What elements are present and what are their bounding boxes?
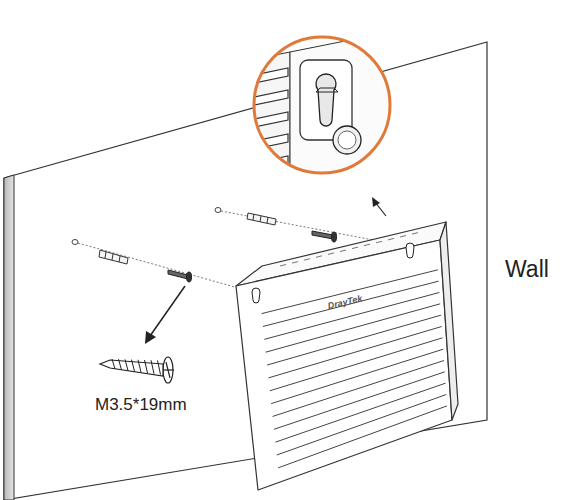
stroke xyxy=(412,233,418,235)
stroke xyxy=(267,315,441,365)
wall-anchor xyxy=(99,213,276,264)
stroke xyxy=(158,360,161,374)
stroke xyxy=(376,241,382,243)
stroke xyxy=(340,250,346,252)
arrowhead xyxy=(372,197,380,207)
screw-detail xyxy=(100,357,174,383)
stroke xyxy=(316,256,322,257)
stroke xyxy=(280,265,286,267)
stroke xyxy=(278,406,447,468)
keyhole xyxy=(252,243,414,303)
stroke xyxy=(262,270,438,314)
stroke xyxy=(125,359,128,370)
stroke xyxy=(273,361,444,417)
wall xyxy=(4,42,487,500)
stroke xyxy=(400,236,406,238)
stroke xyxy=(151,360,154,374)
stroke xyxy=(112,359,115,369)
arrowhead xyxy=(145,331,156,344)
stroke xyxy=(132,360,135,372)
stroke xyxy=(119,359,122,370)
stroke xyxy=(263,281,439,326)
stroke xyxy=(304,259,310,261)
guide-line xyxy=(78,243,256,293)
magnified-detail xyxy=(250,30,400,194)
callout-circle xyxy=(254,37,390,173)
leader-arrow xyxy=(150,286,185,336)
stroke xyxy=(264,292,439,339)
stroke xyxy=(277,395,446,455)
stroke xyxy=(388,238,394,240)
router xyxy=(236,222,458,490)
guide-line xyxy=(221,211,410,247)
stroke xyxy=(271,349,443,403)
wall-label: Wall xyxy=(505,258,549,281)
stroke xyxy=(145,360,148,373)
dimension-label: M3.5*19mm xyxy=(95,396,187,413)
stroke xyxy=(364,244,370,246)
stroke xyxy=(352,247,358,249)
stroke xyxy=(328,253,334,255)
fin xyxy=(250,68,288,84)
stroke xyxy=(138,360,141,372)
stroke xyxy=(275,383,445,442)
stroke xyxy=(266,304,441,352)
fin xyxy=(250,178,288,194)
wall-edge xyxy=(4,175,14,500)
stroke xyxy=(270,338,443,391)
drill-hole xyxy=(215,208,221,213)
stroke xyxy=(292,262,298,264)
drill-hole xyxy=(72,240,78,245)
stroke xyxy=(274,372,445,429)
